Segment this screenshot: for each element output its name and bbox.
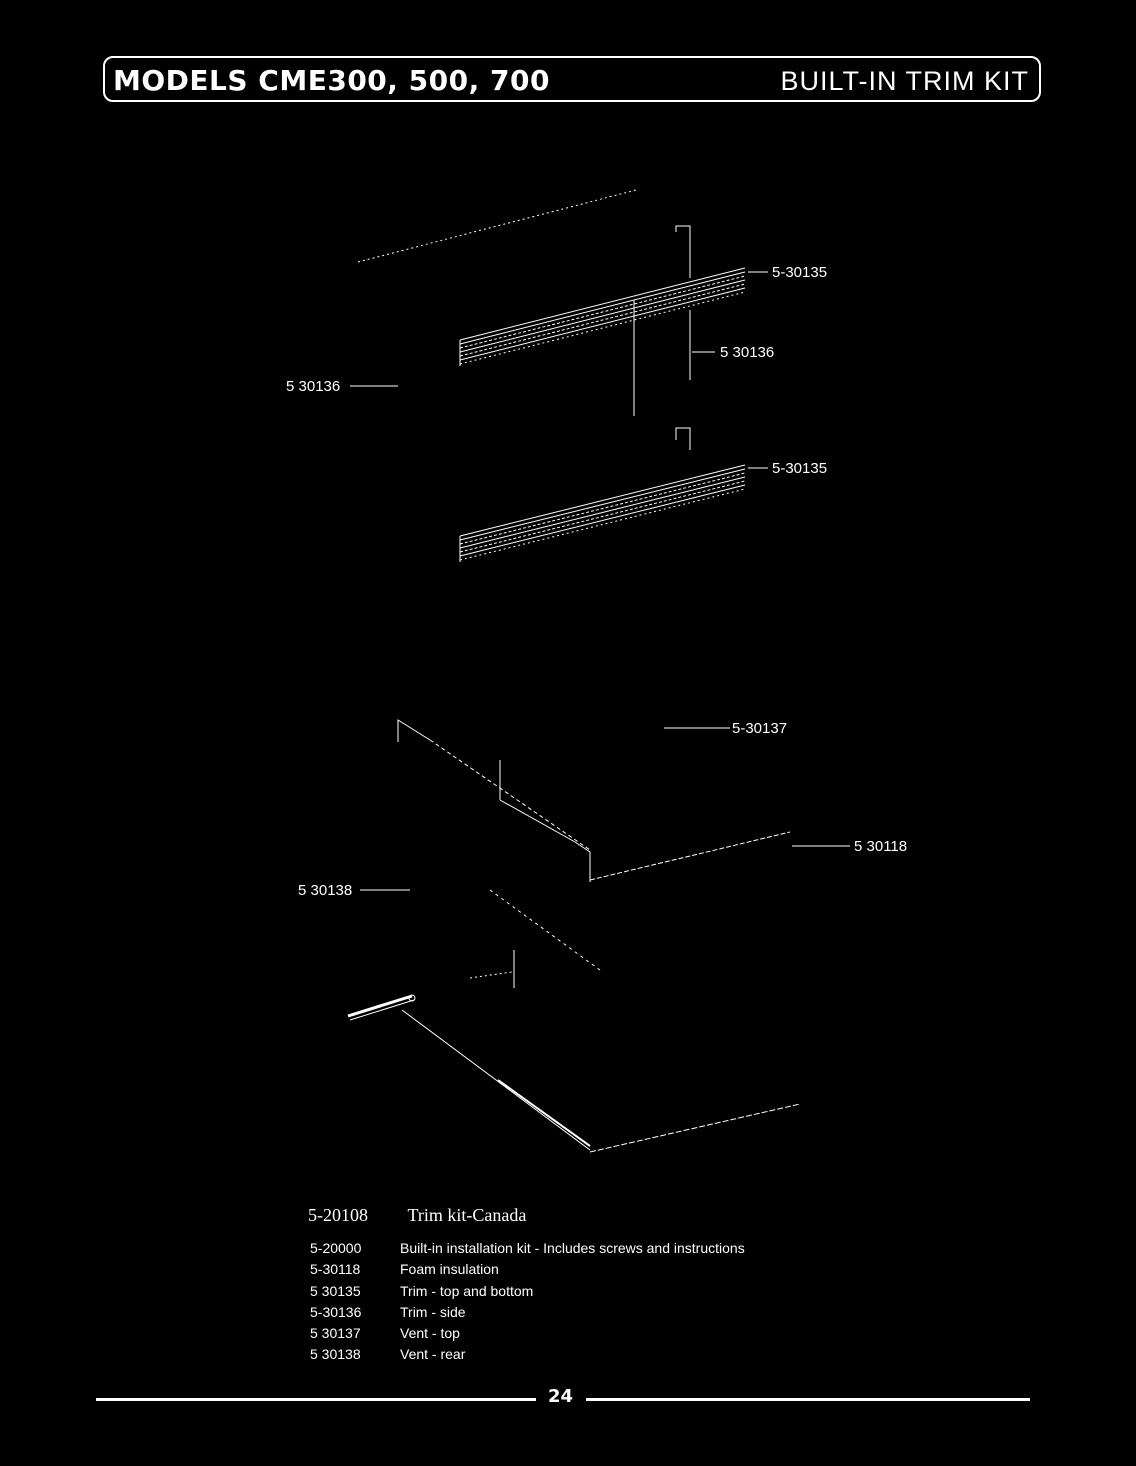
part-description: Built-in installation kit - Includes scr… <box>400 1240 745 1256</box>
part-number: 5 30137 <box>310 1325 361 1342</box>
callout-label: 5 30138 <box>298 882 353 899</box>
list-item: 5 30138 Vent - rear <box>310 1344 745 1365</box>
part-number: 5-30118 <box>310 1261 361 1278</box>
callout-label: 5 30136 <box>720 344 775 361</box>
callout-label: 5 30136 <box>286 378 341 395</box>
page-header: MODELS CME300, 500, 700 BUILT-IN TRIM KI… <box>103 56 1041 102</box>
list-item: 5-30136 Trim - side <box>310 1302 745 1323</box>
callout-label: 5-30137 <box>732 720 788 737</box>
part-description: Vent - top <box>400 1325 460 1342</box>
models-title: MODELS CME300, 500, 700 <box>113 64 550 97</box>
list-item: 5 30135 Trim - top and bottom <box>310 1281 745 1302</box>
callout-label: 5-30135 <box>772 264 828 281</box>
kit-number: 5-20108 <box>308 1205 368 1225</box>
part-number: 5 30138 <box>310 1346 361 1363</box>
kit-heading: 5-20108 Trim kit-Canada <box>308 1205 526 1226</box>
section-title: BUILT-IN TRIM KIT <box>780 66 1029 96</box>
footer-rule-left <box>96 1398 536 1401</box>
rod-part <box>347 994 416 1021</box>
part-description: Foam insulation <box>400 1261 499 1278</box>
part-number: 5-20000 <box>310 1240 362 1256</box>
top-guide-line <box>357 189 637 263</box>
callout-label: 5-30135 <box>772 460 828 477</box>
side-trim-part <box>633 225 691 450</box>
list-item: 5 30137 Vent - top <box>310 1323 745 1344</box>
part-number: 5-30136 <box>310 1303 362 1320</box>
list-item: 5-20000 Built-in installation kit - Inclu… <box>310 1238 745 1259</box>
part-number: 5 30135 <box>310 1282 361 1299</box>
callout-label: 5 30118 <box>854 838 908 855</box>
list-item: 5-30118 Foam insulation <box>310 1259 745 1280</box>
part-description: Vent - rear <box>400 1346 466 1363</box>
page-number: 24 <box>548 1386 574 1407</box>
top-vent-part <box>397 719 791 882</box>
rear-vent-part <box>401 889 801 1153</box>
part-description: Trim - side <box>400 1303 466 1320</box>
parts-list: 5-20000 Built-in installation kit - Inclu… <box>310 1238 745 1366</box>
part-description: Trim - top and bottom <box>400 1282 534 1299</box>
footer-rule-right <box>586 1398 1030 1401</box>
top-trim-part <box>459 267 746 366</box>
bottom-trim-part <box>459 464 746 562</box>
kit-title: Trim kit-Canada <box>407 1205 527 1225</box>
